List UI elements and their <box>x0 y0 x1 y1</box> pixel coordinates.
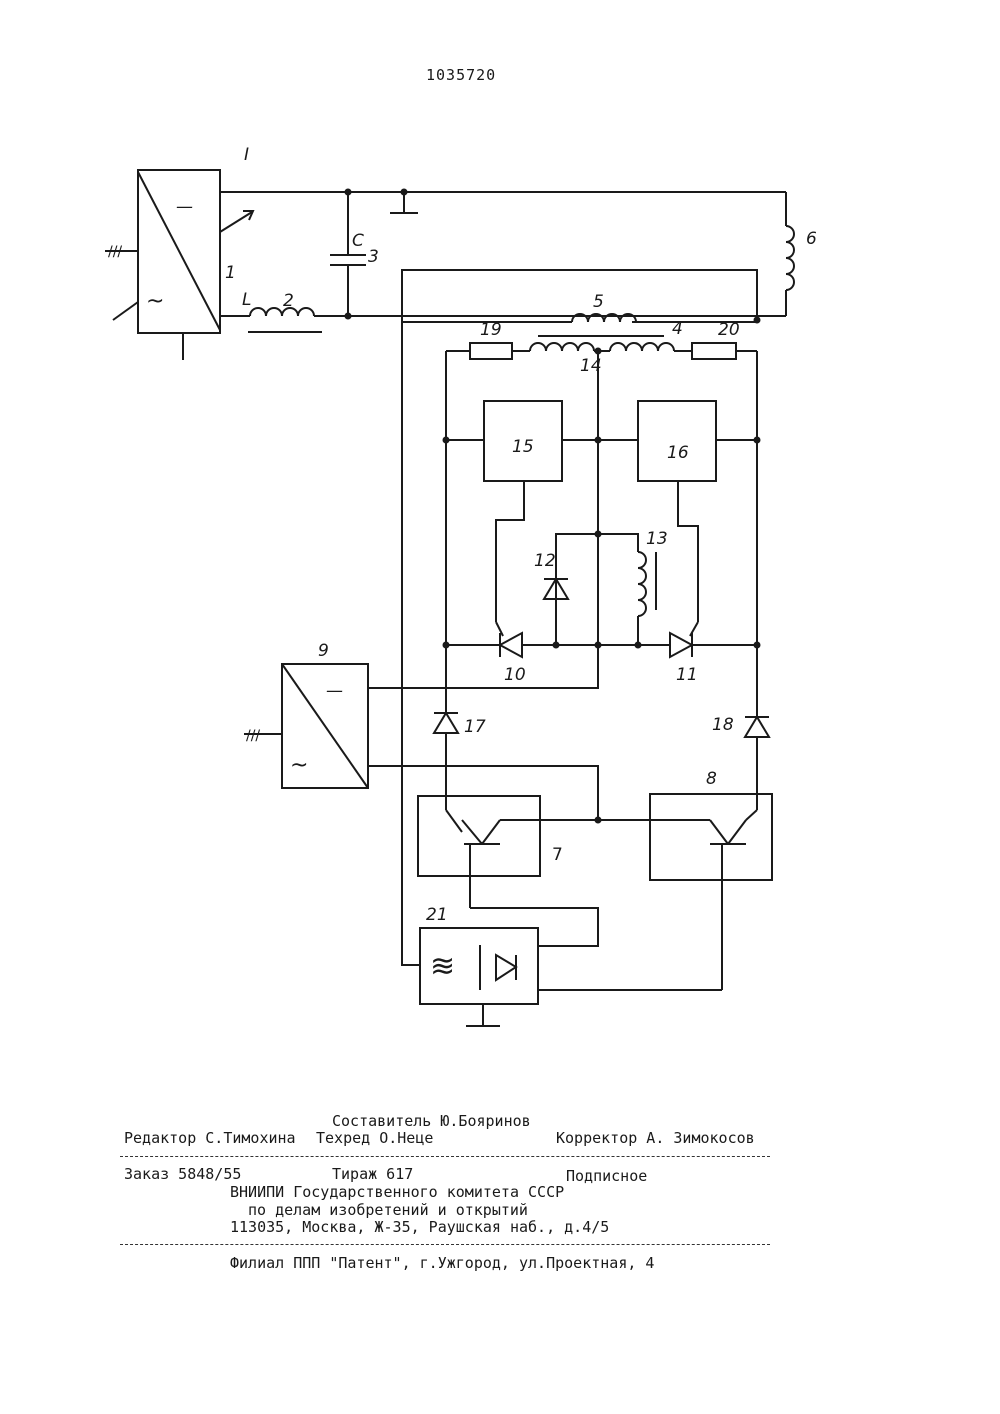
circuit-schematic: — ~ /// I 1 C 3 L 2 <box>0 0 1000 1100</box>
converter-1-ac: ~ <box>146 289 164 314</box>
winding-5: 5 <box>402 292 761 336</box>
label-2: 2 <box>283 291 294 311</box>
order-line: Заказ 5848/55 <box>124 1165 241 1183</box>
winding-13: 13 <box>598 529 668 648</box>
bottom-rail <box>368 642 761 689</box>
transistor-8: 8 <box>598 769 772 990</box>
converter-1-phase-mark: /// <box>108 244 122 260</box>
org-line-1: ВНИИПИ Государственного комитета СССР <box>230 1183 564 1201</box>
circulation-line: Тираж 617 <box>332 1165 413 1183</box>
label-l: L <box>242 290 251 310</box>
label-19: 19 <box>480 320 502 340</box>
org-line-2: по делам изобретений и открытий <box>248 1201 528 1219</box>
winding-6: 6 <box>786 226 817 316</box>
converter-1-minus: — <box>176 197 193 217</box>
divider-bottom <box>120 1244 770 1245</box>
label-20: 20 <box>718 320 740 340</box>
block-21: ≋ 21 <box>420 905 722 1026</box>
label-6: 6 <box>806 229 817 249</box>
label-3: 3 <box>368 247 379 267</box>
capacitor-3: C 3 <box>330 192 379 316</box>
label-8: 8 <box>706 769 717 789</box>
label-5: 5 <box>593 292 604 312</box>
label-c: C <box>352 231 364 251</box>
subscription-line: Подписное <box>566 1167 647 1185</box>
label-4: 4 <box>672 319 683 339</box>
converter-1: — ~ /// I 1 <box>105 145 253 360</box>
block-15: 15 <box>443 401 639 622</box>
thyristor-11: 11 <box>670 622 698 685</box>
converter-9-phase-mark: /// <box>246 728 260 744</box>
label-9: 9 <box>318 641 329 661</box>
label-13: 13 <box>646 529 668 549</box>
transistor-7: 7 <box>418 796 602 908</box>
filter-symbol: ≋ <box>430 949 455 984</box>
label-i: I <box>244 145 249 165</box>
compiler-line: Составитель Ю.Бояринов <box>332 1112 531 1130</box>
diode-12: 12 <box>534 531 602 649</box>
label-1: 1 <box>225 263 236 283</box>
diode-18: 18 <box>712 715 769 810</box>
editor-line: Редактор С.Тимохина <box>124 1129 296 1147</box>
converter-9-ac: ~ <box>290 753 308 778</box>
label-15: 15 <box>512 437 534 457</box>
label-7: 7 <box>552 845 563 865</box>
label-18: 18 <box>712 715 734 735</box>
label-10: 10 <box>504 665 526 685</box>
label-16: 16 <box>667 443 689 463</box>
branch-line: Филиал ППП "Патент", г.Ужгород, ул.Проек… <box>230 1254 654 1272</box>
dc-bus-top <box>220 189 786 227</box>
label-12: 12 <box>534 551 556 571</box>
inductor-2: L 2 <box>220 290 786 332</box>
thyristor-10: 10 <box>496 622 526 685</box>
divider-top <box>120 1156 770 1157</box>
label-11: 11 <box>676 665 698 685</box>
converter-9: — ~ /// 9 <box>244 641 598 820</box>
org-line-3: 113035, Москва, Ж-35, Раушская наб., д.4… <box>230 1218 609 1236</box>
techred-line: Техред О.Неце <box>316 1129 433 1147</box>
converter-9-minus: — <box>326 681 343 701</box>
bridge-top: 19 20 4 14 <box>446 319 757 718</box>
label-21: 21 <box>426 905 448 925</box>
label-14: 14 <box>580 356 602 376</box>
label-17: 17 <box>464 717 486 737</box>
corrector-line: Корректор А. Зимокосов <box>556 1129 755 1147</box>
